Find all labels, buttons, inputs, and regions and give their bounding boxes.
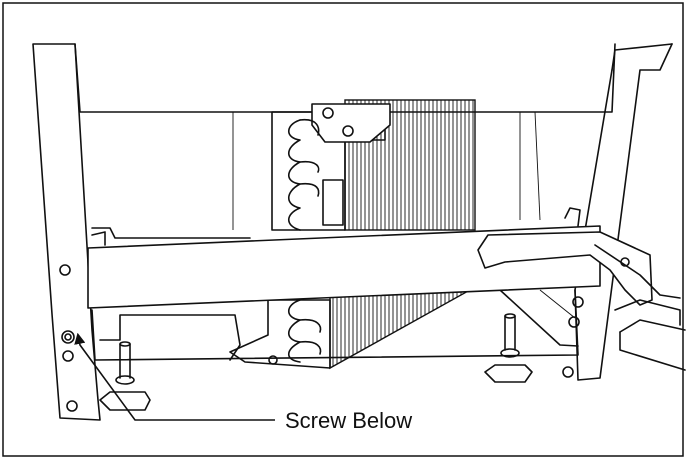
screw-icon (568, 316, 580, 328)
screw-icon (562, 366, 574, 378)
screw-icon (268, 355, 278, 365)
screw-icon (62, 350, 74, 362)
callout-leader (74, 332, 275, 421)
screw-icon (572, 296, 584, 308)
screw-icon (620, 257, 630, 267)
screw-icon (59, 264, 71, 276)
screw-icon (66, 400, 78, 412)
screw-icon (61, 330, 75, 344)
fin-block-lower (229, 289, 473, 370)
horizontal-bar (87, 207, 601, 309)
screw-icon (322, 107, 334, 119)
lifting-handle (477, 231, 686, 371)
callout-label: Screw Below (285, 408, 412, 433)
frame-screws (59, 257, 630, 412)
fin-block-upper (271, 99, 476, 231)
support-pins (99, 313, 533, 411)
screw-icon (342, 125, 354, 137)
screw-icon (64, 333, 72, 341)
